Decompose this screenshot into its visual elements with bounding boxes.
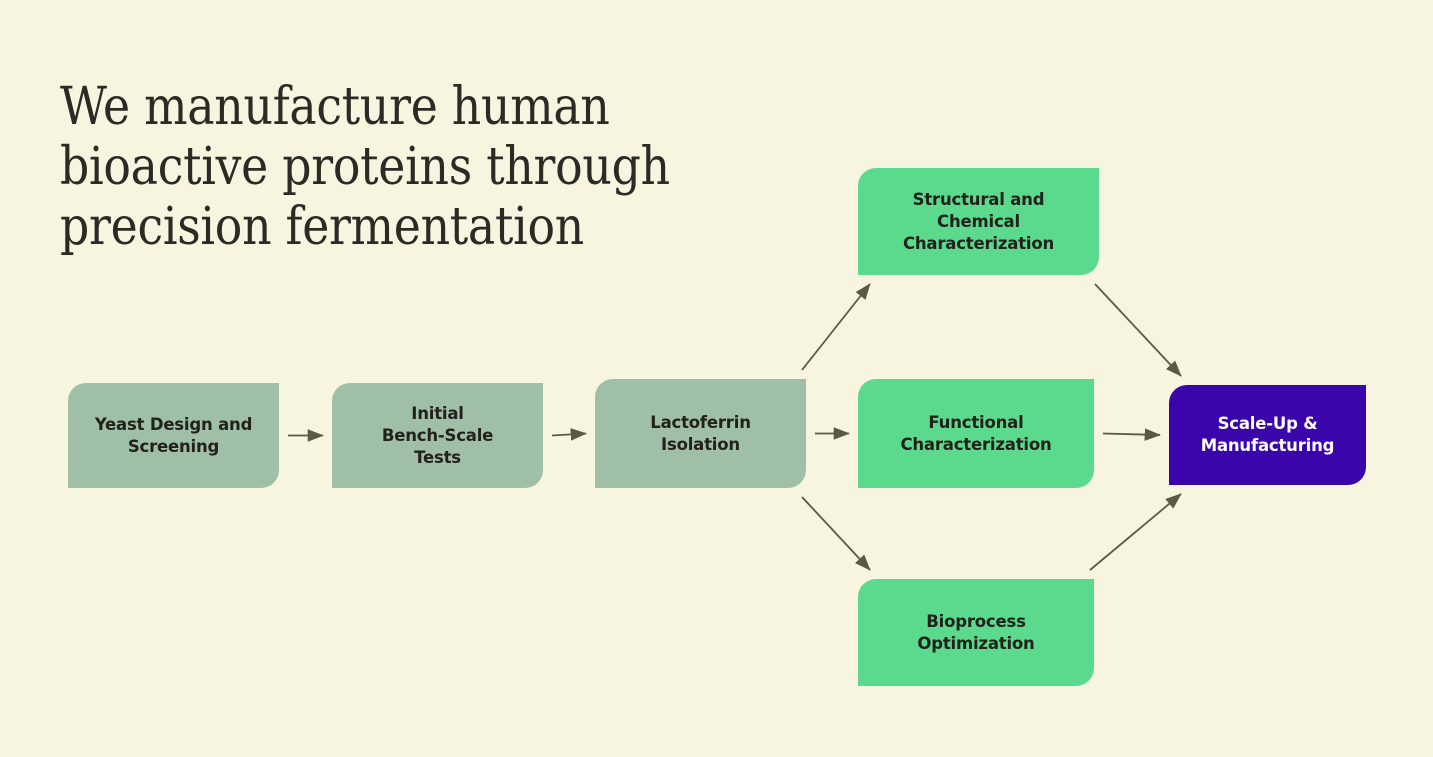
node-label: Initial Bench-Scale Tests: [381, 403, 494, 467]
edges-group: [288, 283, 1182, 571]
node-lactoferrin-isolation[interactable]: Lactoferrin Isolation: [595, 379, 806, 488]
page-title: We manufacture human bioactive proteins …: [60, 76, 670, 257]
node-label: Yeast Design and Screening: [94, 414, 253, 456]
edge-lactoferrin-isolation-to-structural-chemical: [801, 283, 871, 371]
edge-bioprocess-optimization-to-scale-up-manufacturing: [1089, 493, 1182, 571]
node-label: Scale-Up & Manufacturing: [1200, 414, 1335, 455]
node-bioprocess-optimization[interactable]: Bioprocess Optimization: [858, 579, 1094, 686]
edge-lactoferrin-isolation-to-bioprocess-optimization: [801, 496, 871, 571]
edge-structural-chemical-to-scale-up-manufacturing: [1094, 283, 1182, 377]
node-label: Functional Characterization: [900, 412, 1052, 454]
node-bench-scale[interactable]: Initial Bench-Scale Tests: [332, 383, 543, 488]
node-structural-chemical[interactable]: Structural and Chemical Characterization: [858, 168, 1099, 275]
edge-bench-scale-to-lactoferrin-isolation: [551, 428, 587, 441]
node-scale-up-manufacturing[interactable]: Scale-Up & Manufacturing: [1169, 385, 1366, 485]
edge-functional-characterization-to-scale-up-manufacturing: [1102, 428, 1161, 441]
node-label: Bioprocess Optimization: [917, 611, 1035, 653]
node-functional-characterization[interactable]: Functional Characterization: [858, 379, 1094, 488]
node-label: Lactoferrin Isolation: [650, 412, 751, 454]
node-label: Structural and Chemical Characterization: [902, 189, 1055, 253]
node-yeast-design[interactable]: Yeast Design and Screening: [68, 383, 279, 488]
